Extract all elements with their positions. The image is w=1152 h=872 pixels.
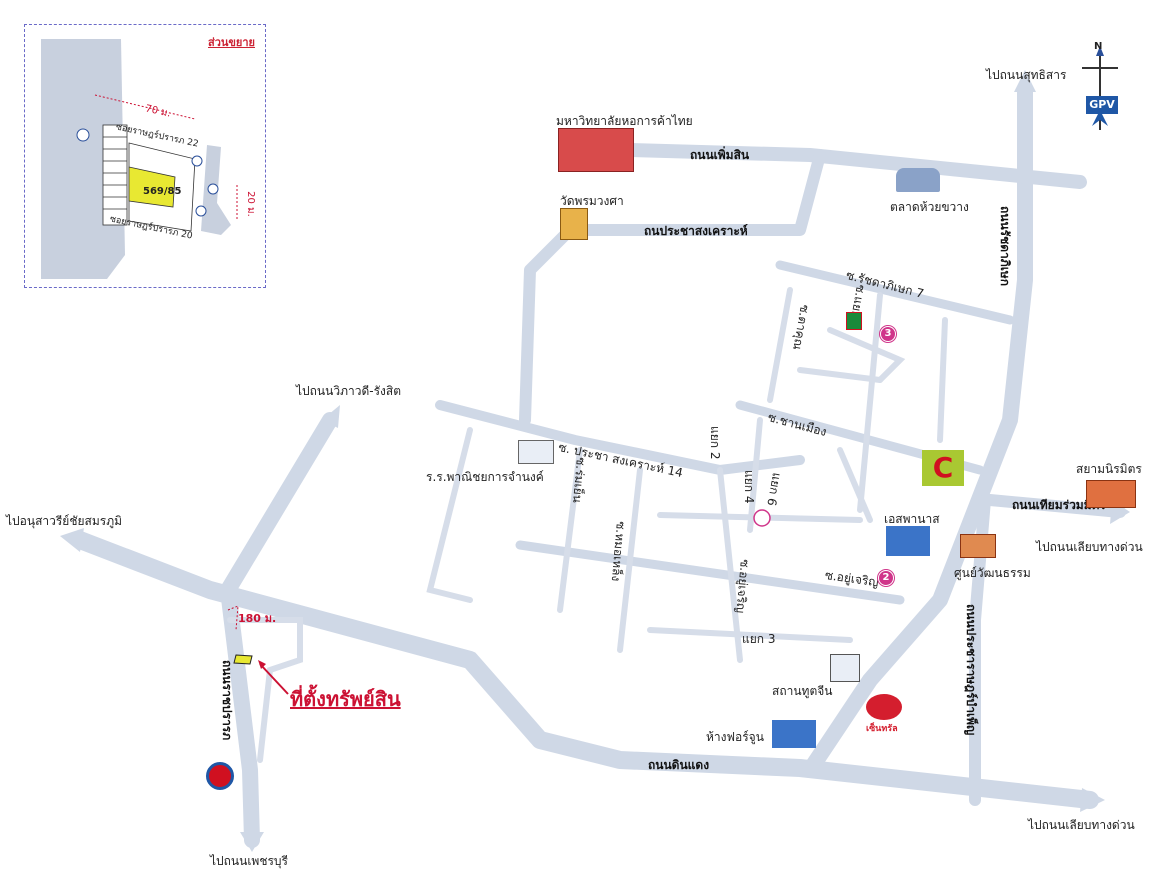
din-daeng-road [71, 531, 1099, 809]
seven-eleven-icon [846, 312, 862, 330]
property-pointer [259, 663, 289, 695]
ratchaprarop-road [220, 412, 338, 848]
soi-yucharoen-road [515, 540, 905, 605]
pin-2: 2 [878, 570, 894, 586]
school-icon [518, 440, 554, 464]
soi-ratchada7-road [775, 260, 1015, 325]
place-wat: วัดพรมวงศา [560, 194, 624, 208]
road-pracha-rat-bampen: ถนนประชาราษฎร์บำเพ็ญ [964, 604, 978, 736]
label-to-expressway-right: ไปถนนเลียบทางด่วน [1036, 540, 1143, 554]
temple-icon [560, 208, 588, 240]
pin-3: 3 [880, 326, 896, 342]
inset-map: ส่วนขยาย 70 ม. 20 ม. 569/85 ซอยราษฎร์ปรา… [24, 24, 266, 288]
market-icon [896, 168, 940, 192]
fortune-icon [772, 720, 816, 748]
label-to-sutthisan: ไปถนนสุทธิสาร [986, 68, 1067, 82]
road-ratchadaphisek: ถนนรัชดาภิเษก [998, 206, 1012, 286]
roundabout-marker [753, 509, 771, 527]
inset-title: ส่วนขยาย [208, 36, 255, 49]
thiam-ruam-mit-road [984, 494, 1126, 518]
gpv-logo: GPV [1086, 96, 1118, 114]
place-culture-center: ศูนย์วัฒนธรรม [954, 566, 1031, 580]
central-logo [866, 694, 902, 720]
inset-lot-number: 569/85 [143, 186, 182, 197]
road-din-daeng: ถนนดินแดง [648, 758, 710, 772]
direction-arrows [60, 70, 1130, 852]
ratchadaphisek-road [802, 82, 1033, 778]
minor-roads [227, 287, 948, 763]
place-school: ร.ร.พาณิชยการจำนงค์ [426, 470, 544, 484]
label-to-victory: ไปอนุสาวรีย์ชัยสมรภูมิ [6, 514, 123, 528]
inset-drawing [41, 39, 238, 279]
road-thiam-ruam-mit: ถนนเทียมร่วมมิตร [1012, 498, 1106, 512]
inset-dist-20: 20 ม. [244, 191, 256, 217]
place-central: เซ็นทรัล [866, 724, 898, 734]
place-utcc: มหาวิทยาลัยหอการค้าไทย [556, 114, 693, 128]
place-chinese-embassy: สถานทูตจีน [772, 684, 833, 698]
road-soi-yaek2: แยก 2 [708, 426, 722, 460]
utcc-icon [558, 128, 634, 172]
property-label: ที่ตั้งทรัพย์สิน [290, 687, 401, 711]
place-fortune: ห้างฟอร์จูน [706, 730, 764, 744]
distance-180: 180 ม. [238, 612, 277, 625]
road-soi-yaek4: แยก 4 [742, 470, 756, 504]
road-phoemsin: ถนนเพิ่มสิน [690, 148, 750, 162]
road-soi-yaek3: แยก 3 [742, 632, 776, 646]
siam-nimit-icon [1086, 480, 1136, 508]
embassy-icon [830, 654, 860, 682]
place-market: ตลาดห้วยขวาง [890, 200, 969, 214]
road-pracha-songkhro: ถนประชาสงเคราะห์ [644, 224, 748, 238]
phoemsin-road [623, 143, 1087, 189]
gas-station-icon [206, 762, 234, 790]
compass-north: N [1094, 41, 1103, 52]
big-c-logo: C [922, 450, 964, 486]
label-to-phetchaburi: ไปถนนเพชรบุรี [210, 854, 288, 868]
property-marker [233, 654, 253, 665]
place-siam-nimit: สยามนิรมิตร [1076, 462, 1142, 476]
esplanade-icon [886, 526, 930, 556]
culture-center-icon [960, 534, 996, 558]
road-ratchaprarop: ถนนราชปรารภ [220, 660, 234, 741]
label-to-viphavadi: ไปถนนวิภาวดี-รังสิต [296, 384, 401, 398]
soi-pracha14-road [435, 400, 805, 475]
label-to-expressway-bottom: ไปถนนเลียบทางด่วน [1028, 818, 1135, 832]
compass [1078, 40, 1138, 140]
place-esplanade: เอสพานาส [884, 512, 940, 526]
